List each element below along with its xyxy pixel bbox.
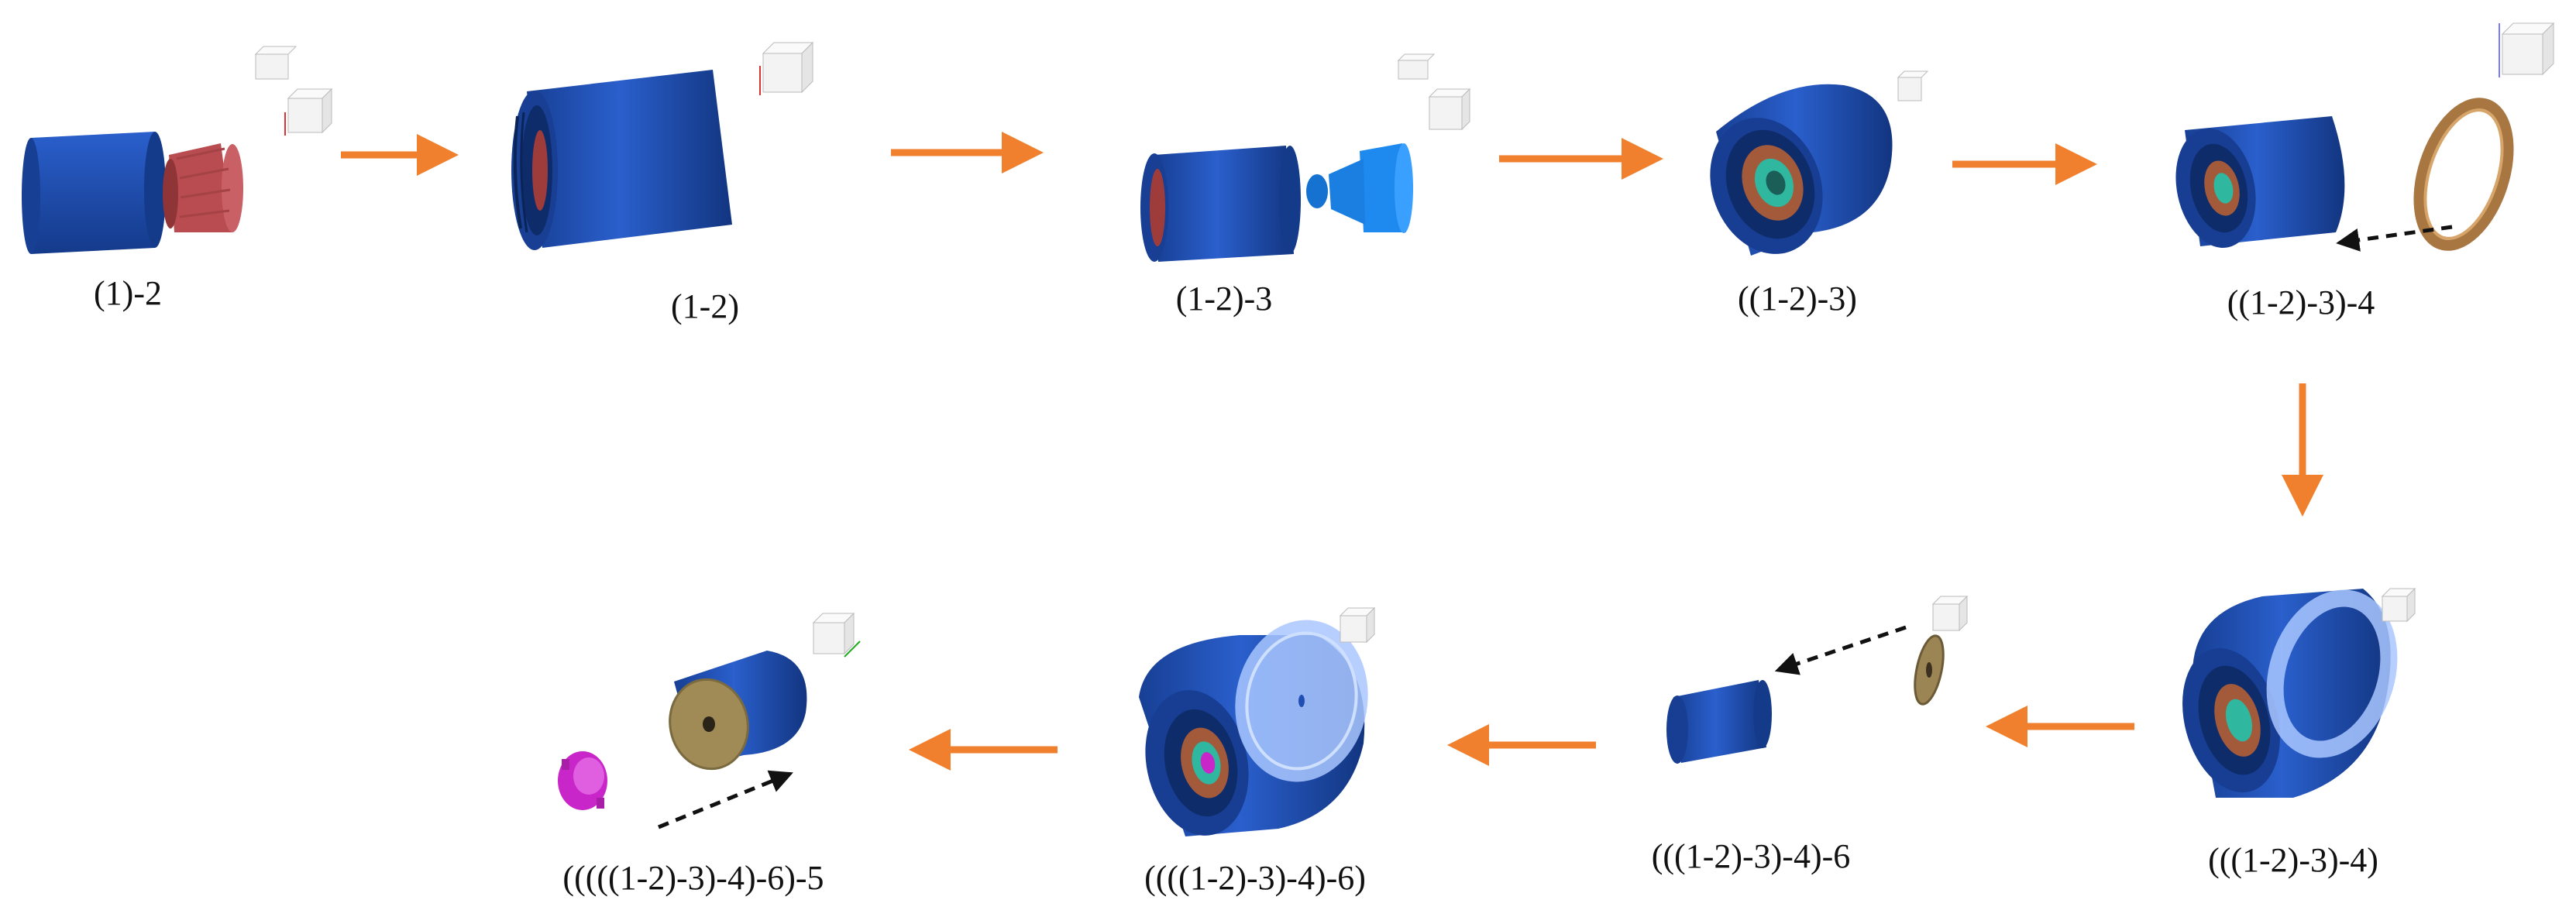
blue-cylinder — [22, 132, 166, 254]
step-label: (((1-2)-3)-4) — [2208, 841, 2378, 879]
blue-cylinder — [1673, 680, 1766, 763]
step-7 — [1666, 595, 1969, 764]
step-5 — [2175, 22, 2555, 252]
step-label: (((((1-2)-3)-4)-6)-5 — [562, 859, 824, 897]
step-8 — [1139, 606, 1376, 836]
view-cube-icon — [1397, 53, 1436, 80]
step-3 — [1140, 53, 1471, 262]
step-label: (((1-2)-3)-4)-6 — [1652, 837, 1851, 875]
view-cube-icon — [1428, 88, 1471, 131]
view-cube-icon — [1339, 606, 1376, 644]
step-label: (1-2)-3 — [1176, 280, 1273, 318]
step-4 — [1710, 70, 1929, 256]
insert-arrow — [1774, 625, 1907, 675]
view-cube-icon — [2381, 587, 2416, 623]
step-1 — [22, 46, 333, 254]
view-cube-icon — [1897, 70, 1929, 101]
view-cube-icon — [284, 88, 333, 136]
view-cube-icon — [812, 612, 861, 658]
magenta-valve-part — [558, 751, 607, 810]
step-label: ((1-2)-3) — [1738, 280, 1857, 318]
transparent-ring-part — [2266, 589, 2398, 758]
blue-cylinder — [1154, 146, 1294, 262]
step-label: ((((1-2)-3)-4)-6) — [1144, 859, 1366, 897]
view-cube-icon — [1931, 595, 1969, 632]
step-label: ((1-2)-3)-4 — [2227, 283, 2375, 321]
view-cube-icon — [2499, 22, 2555, 77]
insert-arrow — [658, 770, 793, 829]
step-label: (1-2) — [671, 287, 739, 325]
red-threaded-part — [163, 143, 243, 232]
bronze-ring-part — [2413, 98, 2514, 251]
step-9 — [558, 612, 861, 829]
view-cube-icon — [759, 41, 814, 95]
cyan-nozzle-part — [1306, 143, 1413, 233]
view-cube-icon — [254, 46, 297, 80]
step-label: (1)-2 — [94, 274, 162, 312]
blue-cylinder — [527, 70, 732, 248]
step-2 — [511, 41, 814, 250]
step-6 — [2182, 587, 2416, 798]
